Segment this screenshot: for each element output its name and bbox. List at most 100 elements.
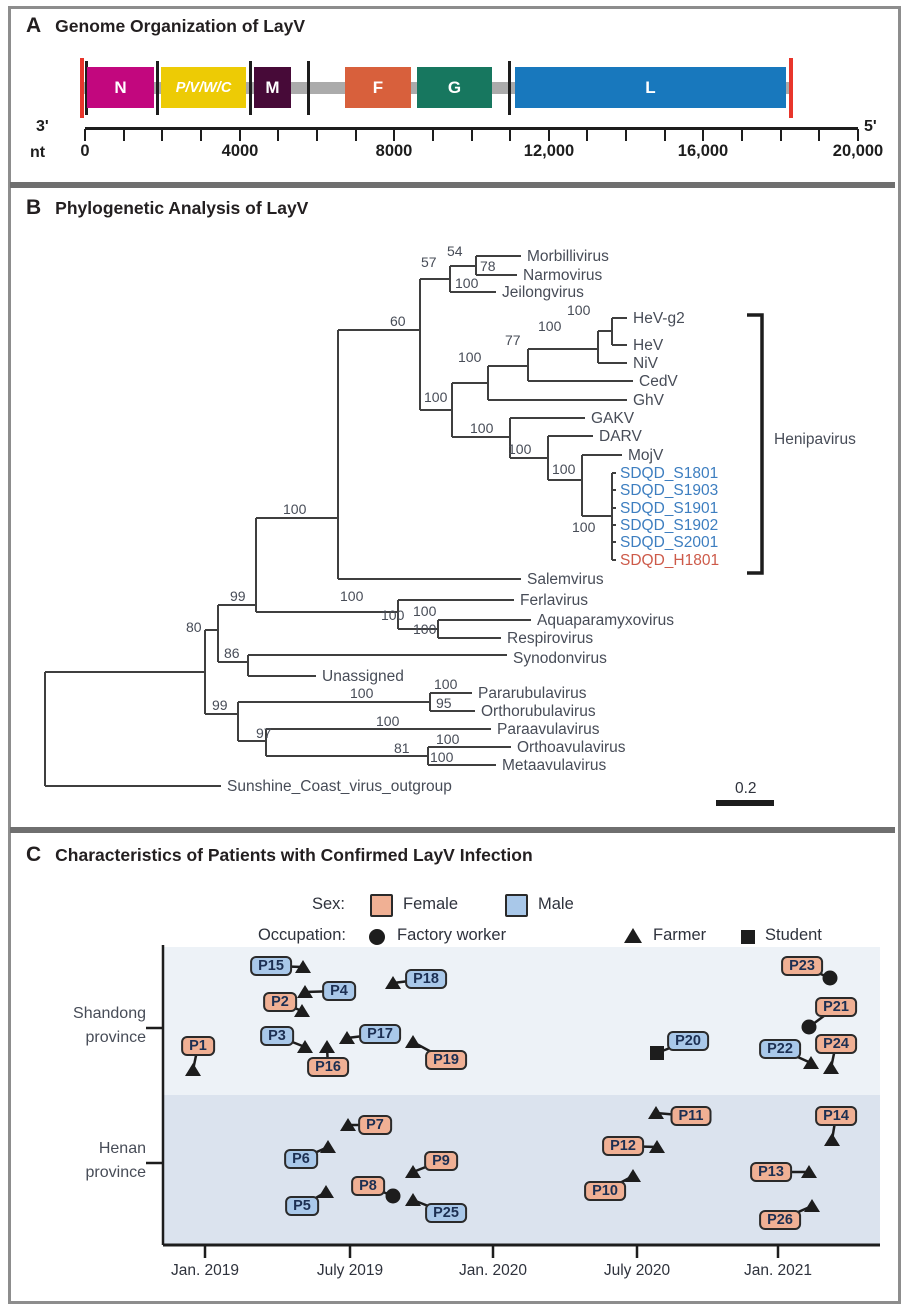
patient-box-P14: P14	[815, 1106, 857, 1126]
bootstrap-value: 100	[470, 420, 494, 436]
patient-box-P1: P1	[181, 1036, 215, 1056]
bootstrap-value: 100	[567, 302, 591, 318]
bootstrap-value: 100	[424, 389, 448, 405]
occupation-legend-label: Occupation:	[257, 926, 346, 944]
farmer-marker-P6	[320, 1140, 336, 1153]
patient-box-P13: P13	[750, 1162, 792, 1182]
row-label-line: province	[85, 1029, 146, 1046]
nt-axis-tick	[431, 129, 434, 141]
gene-box-PVWC: P/V/W/C	[161, 67, 246, 108]
nt-axis-tick	[586, 129, 589, 141]
genome-end-mark	[789, 58, 793, 118]
farmer-marker-P22	[803, 1056, 819, 1069]
patient-box-P26: P26	[759, 1210, 801, 1230]
farmer-marker-P7	[340, 1118, 356, 1131]
five-prime-label: 5'	[864, 118, 877, 135]
bootstrap-value: 100	[455, 275, 479, 291]
farmer-marker-P5	[318, 1185, 334, 1198]
tree-leaf-label-SDQD_S1903: SDQD_S1903	[620, 482, 718, 499]
bootstrap-value: 100	[552, 461, 576, 477]
bootstrap-value: 86	[224, 645, 240, 661]
gene-box-F: F	[345, 67, 411, 108]
farmer-icon	[624, 928, 642, 943]
row-label-line: Shandong	[73, 1005, 146, 1022]
patient-box-P5: P5	[285, 1196, 319, 1216]
tree-leaf-label-SDQD_S2001: SDQD_S2001	[620, 534, 718, 551]
nt-axis-tick	[122, 129, 125, 141]
panel-separator-bc	[10, 827, 895, 833]
tree-leaf-label-Unassigned: Unassigned	[322, 668, 404, 685]
nt-axis-tick	[509, 129, 512, 141]
x-axis-tick-label: Jan. 2019	[170, 1262, 240, 1279]
male-legend-label: Male	[538, 895, 574, 913]
nt-axis-tick	[702, 129, 705, 141]
tree-leaf-label-Orthoavulavirus: Orthoavulavirus	[517, 739, 626, 756]
tree-leaf-label-Narmovirus: Narmovirus	[523, 267, 602, 284]
x-axis-tick-label: Jan. 2020	[458, 1262, 528, 1279]
bootstrap-value: 100	[572, 519, 596, 535]
tree-leaf-label-SDQD_S1801: SDQD_S1801	[620, 465, 718, 482]
gene-box-G: G	[417, 67, 492, 108]
panel-a-title: Genome Organization of LayV	[55, 16, 306, 36]
gene-boundary-tick	[85, 61, 88, 115]
bootstrap-value: 99	[212, 697, 228, 713]
gene-boundary-tick	[307, 61, 310, 115]
factory-worker-marker-P8	[385, 1188, 401, 1204]
bootstrap-value: 60	[390, 313, 406, 329]
farmer-marker-P4	[297, 985, 313, 998]
nt-axis-tick-label: 16,000	[677, 142, 729, 160]
bootstrap-value: 99	[230, 588, 246, 604]
nt-axis-tick	[238, 129, 241, 141]
bootstrap-value: 78	[480, 258, 496, 274]
panel-a-letter: A	[26, 14, 42, 37]
sex-legend-label: Sex:	[311, 895, 345, 913]
patient-box-P12: P12	[602, 1136, 644, 1156]
bootstrap-value: 100	[458, 349, 482, 365]
factory-worker-marker-P23	[822, 970, 838, 986]
farmer-marker-P12	[649, 1140, 665, 1153]
henipavirus-bracket	[747, 313, 764, 575]
tree-leaf-label-GAKV: GAKV	[591, 410, 635, 427]
nt-axis-tick	[663, 129, 666, 141]
bootstrap-value: 100	[436, 731, 460, 747]
female-swatch-icon	[370, 894, 393, 917]
patient-box-P18: P18	[405, 969, 447, 989]
factory-worker-marker-P21	[801, 1019, 817, 1035]
bootstrap-value: 54	[447, 243, 463, 259]
x-axis-tick-label: July 2020	[603, 1262, 671, 1279]
patient-box-P3: P3	[260, 1026, 294, 1046]
female-legend-label: Female	[403, 895, 459, 913]
gene-boundary-tick	[156, 61, 159, 115]
patient-box-P8: P8	[351, 1176, 385, 1196]
student-marker-P20	[650, 1046, 664, 1060]
gene-boundary-tick	[508, 61, 511, 115]
patient-box-P6: P6	[284, 1149, 318, 1169]
tree-leaf-label-Sunshine_Coast_virus_outgroup: Sunshine_Coast_virus_outgroup	[227, 778, 452, 795]
farmer-marker-P15	[295, 960, 311, 973]
nt-axis-tick	[315, 129, 318, 141]
nt-unit-label: nt	[30, 144, 46, 161]
nt-axis-tick	[393, 129, 396, 141]
nt-axis-tick	[857, 129, 859, 141]
bootstrap-value: 81	[394, 740, 410, 756]
gene-box-L: L	[515, 67, 786, 108]
bootstrap-value: 100	[413, 621, 437, 637]
bootstrap-value: 77	[505, 332, 521, 348]
bootstrap-value: 100	[283, 501, 307, 517]
tree-leaf-label-Morbillivirus: Morbillivirus	[527, 248, 609, 265]
patient-box-P23: P23	[781, 956, 823, 976]
row-label-line: province	[85, 1164, 146, 1181]
tree-leaf-label-Metaavulavirus: Metaavulavirus	[502, 757, 606, 774]
bootstrap-value: 100	[508, 441, 532, 457]
tree-leaf-label-MojV: MojV	[628, 447, 664, 464]
tree-leaf-label-CedV: CedV	[639, 373, 678, 390]
farmer-marker-P24	[823, 1061, 839, 1074]
farmer-marker-P17	[339, 1031, 355, 1044]
tree-leaf-label-SDQD_S1901: SDQD_S1901	[620, 500, 718, 517]
genome-end-mark	[80, 58, 84, 118]
patient-box-P15: P15	[250, 956, 292, 976]
patient-box-P19: P19	[425, 1050, 467, 1070]
patient-box-P4: P4	[322, 981, 356, 1001]
